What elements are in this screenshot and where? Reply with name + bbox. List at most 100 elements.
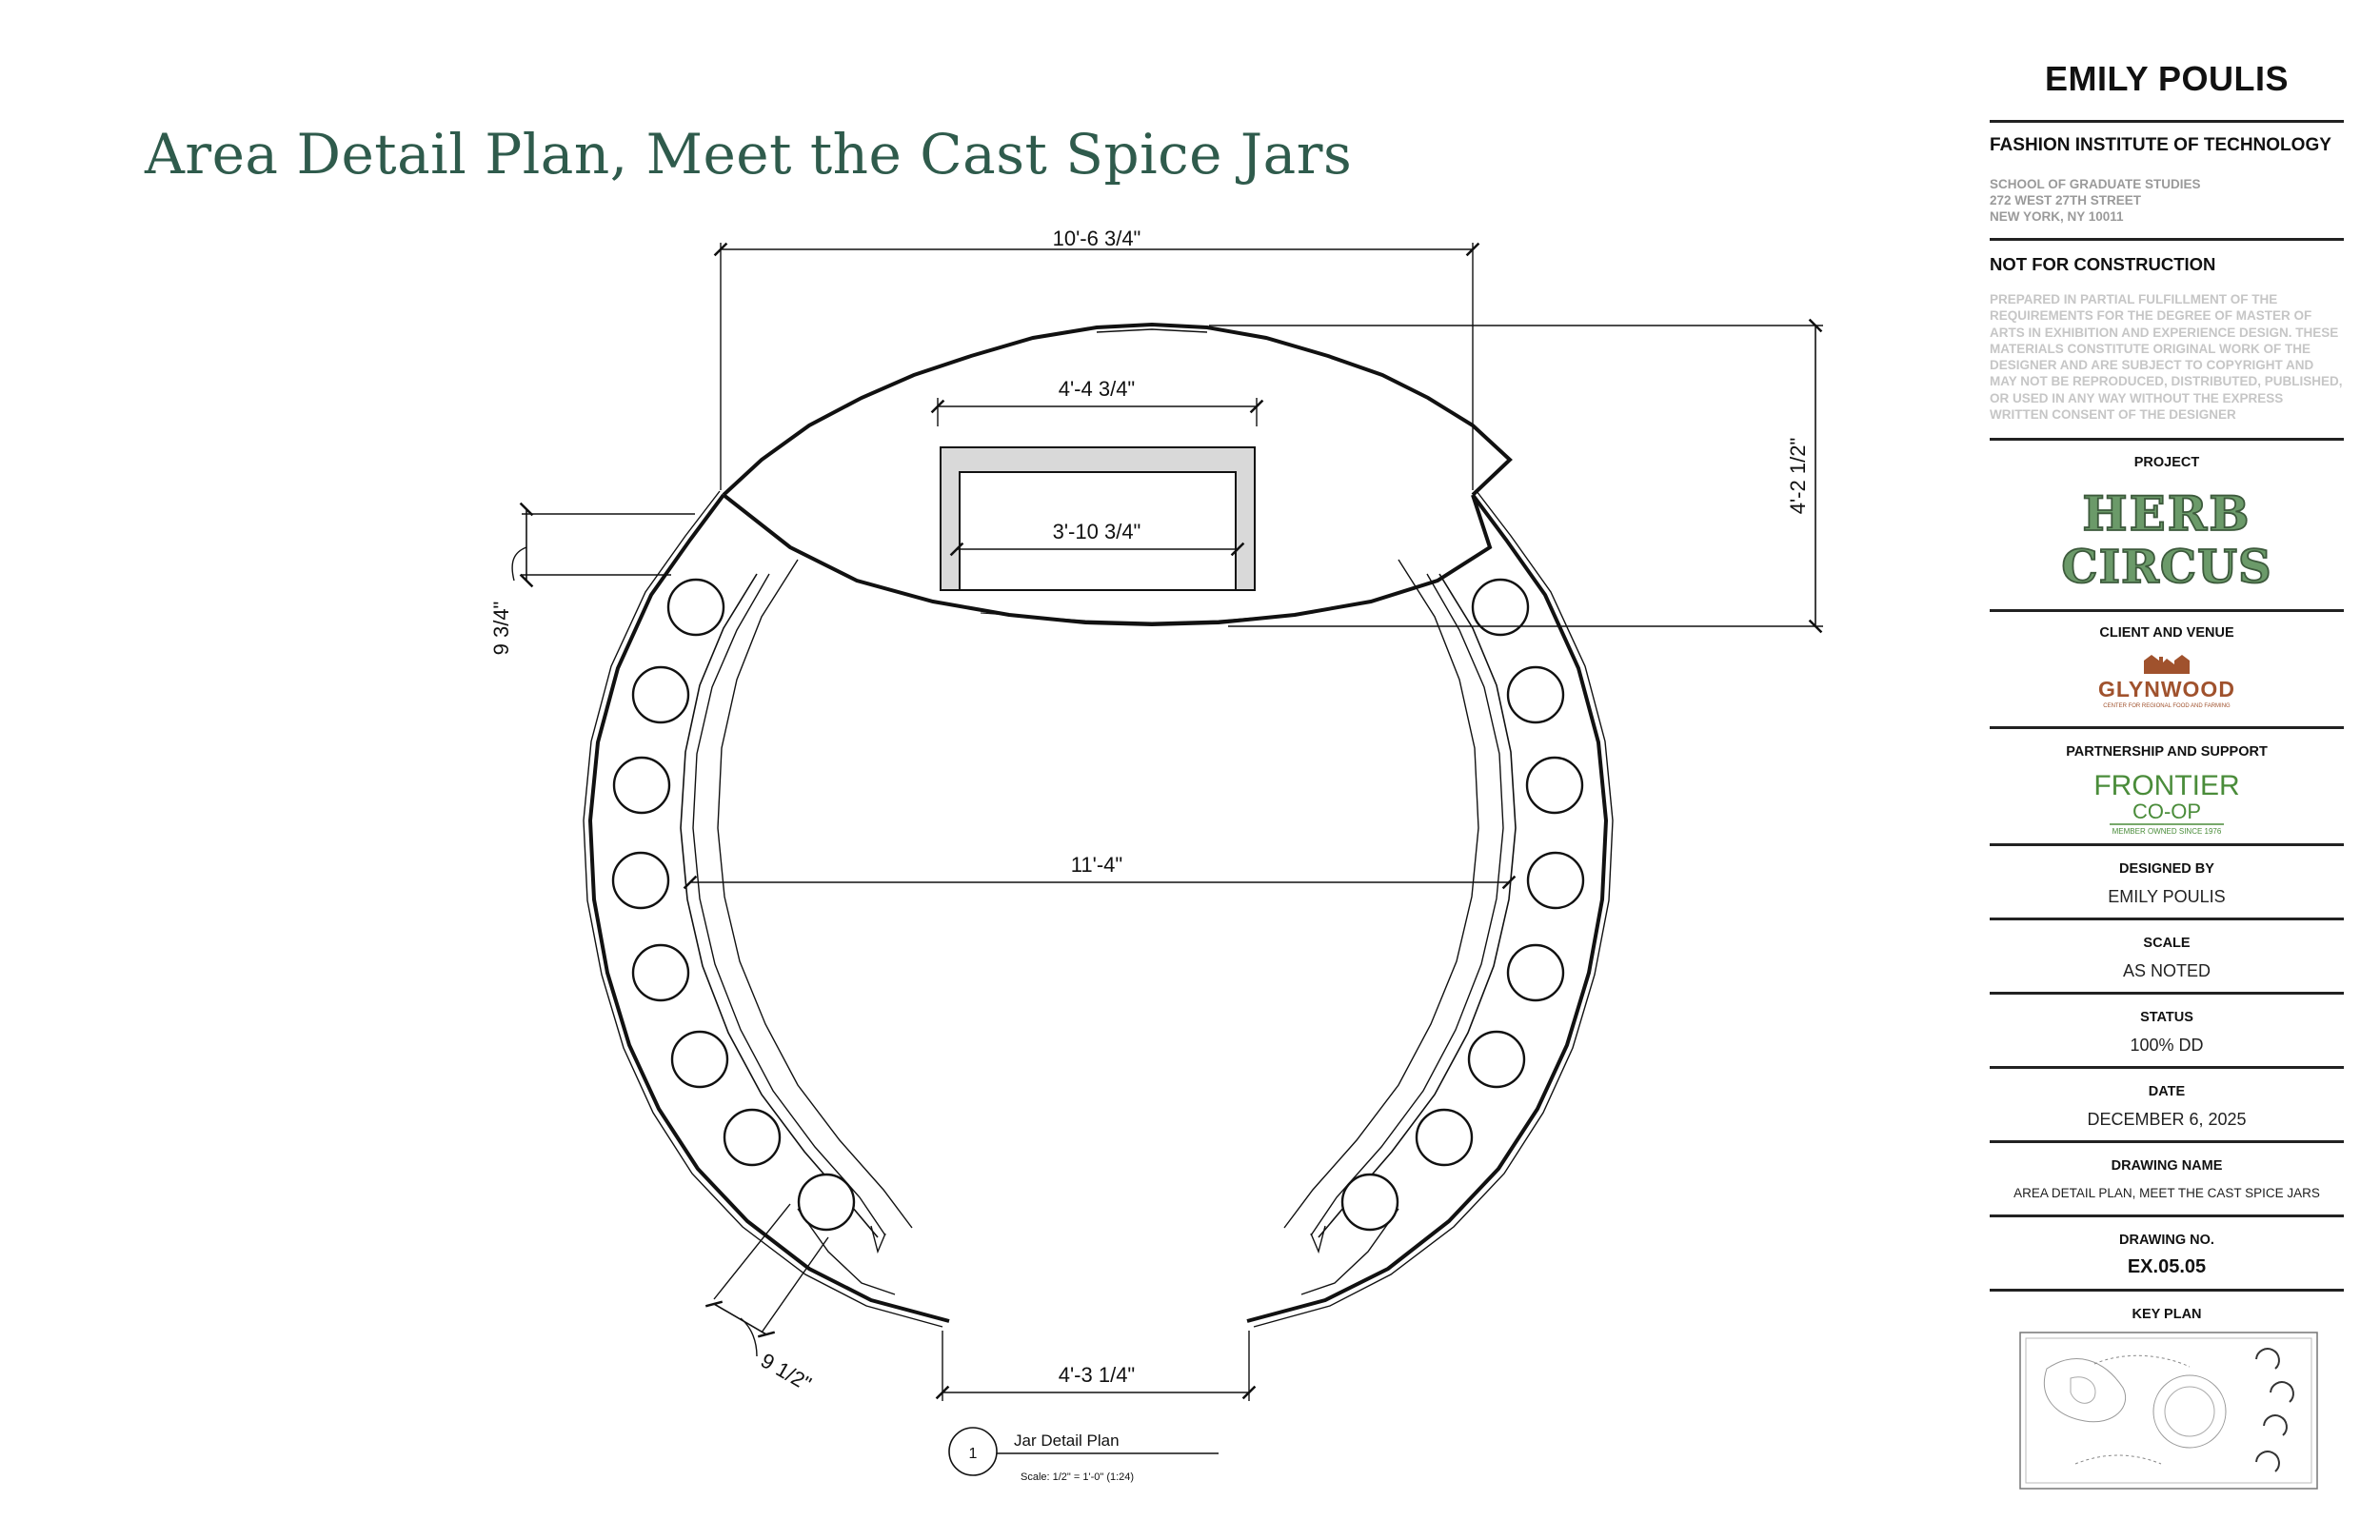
not-for-construction: NOT FOR CONSTRUCTION (1990, 254, 2216, 274)
callout-circle (948, 1427, 998, 1476)
inner-rail-right (1318, 573, 1517, 1238)
spice-jar-hole-right-7 (1415, 1108, 1474, 1167)
drawing-no-label: DRAWING NO. (2119, 1233, 2214, 1248)
ring-outer-wall-right-inner (1253, 490, 1614, 1328)
title-block-divider (1990, 992, 2344, 995)
spice-jar-hole-left-7 (723, 1108, 782, 1167)
title-block-divider (1990, 918, 2344, 920)
top-cap-arc (722, 322, 1513, 497)
dim-ext-bottom-offset-2 (761, 1236, 829, 1333)
frontier-coop-logo: FRONTIER CO-OP MEMBER OWNED SINCE 1976 (2093, 770, 2239, 836)
dim-opening: 4'-3 1/4" (1059, 1363, 1136, 1387)
glynwood-wordmark: GLYNWOOD (2098, 677, 2235, 701)
key-plan-border (2019, 1332, 2318, 1490)
ring-outer-wall-right (1246, 493, 1609, 1323)
title-block: EMILY POULIS FASHION INSTITUTE OF TECHNO… (1990, 0, 2344, 1540)
scale-label: SCALE (2143, 936, 2191, 951)
spice-jar-hole-right-5 (1506, 943, 1565, 1002)
project-label: PROJECT (2133, 455, 2200, 470)
herb-logo-line2: CIRCUS (2061, 541, 2271, 590)
spice-jar-hole-left-3 (612, 756, 671, 815)
key-plan-label: KEY PLAN (2132, 1307, 2202, 1322)
spice-jar-hole-left-2 (631, 665, 690, 724)
spice-jar-hole-left-1 (666, 578, 725, 637)
title-block-divider (1990, 438, 2344, 441)
title-block-divider (1990, 1214, 2344, 1217)
drawing-name-label: DRAWING NAME (2111, 1158, 2223, 1174)
spice-jar-hole-right-3 (1525, 756, 1584, 815)
dim-leader-left-offset (511, 546, 527, 582)
key-plan-jar-2 (2270, 1381, 2294, 1403)
dim-line-bottom-offset (704, 1300, 776, 1338)
counter-front-arc (722, 493, 1493, 627)
frontier-wordmark: FRONTIER (2093, 770, 2239, 801)
key-plan-jar-4 (2255, 1451, 2280, 1472)
designed-by-label: DESIGNED BY (2119, 861, 2214, 877)
spice-jar-hole-right-2 (1506, 665, 1565, 724)
disclaimer: PREPARED IN PARTIAL FULFILLMENT OF THE R… (1990, 292, 2343, 423)
title-block-divider (1990, 1066, 2344, 1069)
key-plan-ring-outer (2152, 1374, 2227, 1449)
rail-foot-right (1300, 1208, 1399, 1295)
inner-rail-right-3 (1283, 559, 1479, 1229)
jar-detail-plan-drawing: 10'-6 3/4" 4'-4 3/4" 3'-10 3/4" 4'-2 1/2… (489, 227, 1823, 1483)
title-block-divider (1990, 843, 2344, 846)
partner-label: PARTNERSHIP AND SUPPORT (2066, 744, 2268, 760)
herb-circus-logo: HERB CIRCUS (2060, 484, 2271, 590)
key-plan-path-top (2093, 1354, 2191, 1368)
key-plan-inner-border (2025, 1337, 2312, 1484)
school-city: NEW YORK, NY 10011 (1990, 209, 2124, 224)
dim-box-inner: 3'-10 3/4" (1053, 520, 1141, 543)
dim-box-outer: 4'-4 3/4" (1059, 377, 1136, 401)
title-block-divider (1990, 120, 2344, 123)
frontier-tagline: MEMBER OWNED SINCE 1976 (2112, 827, 2222, 836)
herb-logo-line1: HERB (2082, 485, 2251, 542)
counter-front-arc-inner (980, 612, 1315, 623)
rail-foot-left (797, 1208, 896, 1295)
spice-jar-hole-right-1 (1471, 578, 1530, 637)
spice-jar-hole-left-5 (631, 943, 690, 1002)
dim-top-overall: 10'-6 3/4" (1053, 227, 1141, 250)
inner-rail-left (680, 573, 879, 1238)
title-block-divider (1990, 238, 2344, 241)
title-block-divider (1990, 1289, 2344, 1292)
spice-jar-holes (611, 578, 1585, 1232)
top-cap-inner-line (1096, 328, 1208, 333)
date-label: DATE (2148, 1084, 2186, 1099)
dim-leader-bottom-offset (740, 1317, 758, 1357)
status-label: STATUS (2140, 1010, 2193, 1025)
key-plan-ring-inner (2164, 1386, 2215, 1437)
title-block-divider (1990, 609, 2344, 612)
school-name: FASHION INSTITUTE OF TECHNOLOGY (1990, 135, 2331, 155)
key-plan-pond (2070, 1376, 2096, 1404)
dim-interior-width: 11'-4" (1071, 853, 1122, 877)
page-title: Area Detail Plan, Meet the Cast Spice Ja… (145, 122, 1353, 187)
dim-bottom-offset: 9 1/2" (757, 1348, 816, 1395)
key-plan-planter (2043, 1358, 2127, 1423)
drawing-name-value: AREA DETAIL PLAN, MEET THE CAST SPICE JA… (2013, 1186, 2320, 1200)
status-value: 100% DD (2130, 1036, 2204, 1055)
rail-end-right (1310, 1225, 1326, 1254)
drawing-no-value: EX.05.05 (2127, 1256, 2207, 1277)
client-label: CLIENT AND VENUE (2099, 625, 2234, 641)
designed-by-value: EMILY POULIS (2108, 887, 2226, 906)
designer-heading: EMILY POULIS (2044, 59, 2290, 98)
glynwood-tagline: CENTER FOR REGIONAL FOOD AND FARMING (2103, 703, 2231, 709)
coop-wordmark: CO-OP (2132, 800, 2201, 823)
key-plan-jar-1 (2255, 1348, 2280, 1370)
callout-number: 1 (969, 1446, 978, 1462)
school-street: 272 WEST 27TH STREET (1990, 193, 2142, 207)
dim-right-depth: 4'-2 1/2" (1786, 438, 1810, 515)
scale-value: AS NOTED (2122, 961, 2211, 980)
dim-ext-bottom-offset-1 (713, 1203, 791, 1300)
key-plan-jar-3 (2263, 1414, 2288, 1436)
title-block-divider (1990, 1140, 2344, 1143)
spice-jar-hole-left-4 (611, 851, 670, 910)
key-plan-thumbnail (2019, 1332, 2318, 1490)
glynwood-logo: GLYNWOOD CENTER FOR REGIONAL FOOD AND FA… (2098, 655, 2235, 709)
display-box-opening (959, 471, 1237, 591)
spice-jar-hole-left-6 (670, 1030, 729, 1089)
inner-rail-left-2 (692, 573, 886, 1236)
ring-outer-wall-left-inner (583, 490, 943, 1328)
inner-rail-left-3 (717, 559, 913, 1229)
